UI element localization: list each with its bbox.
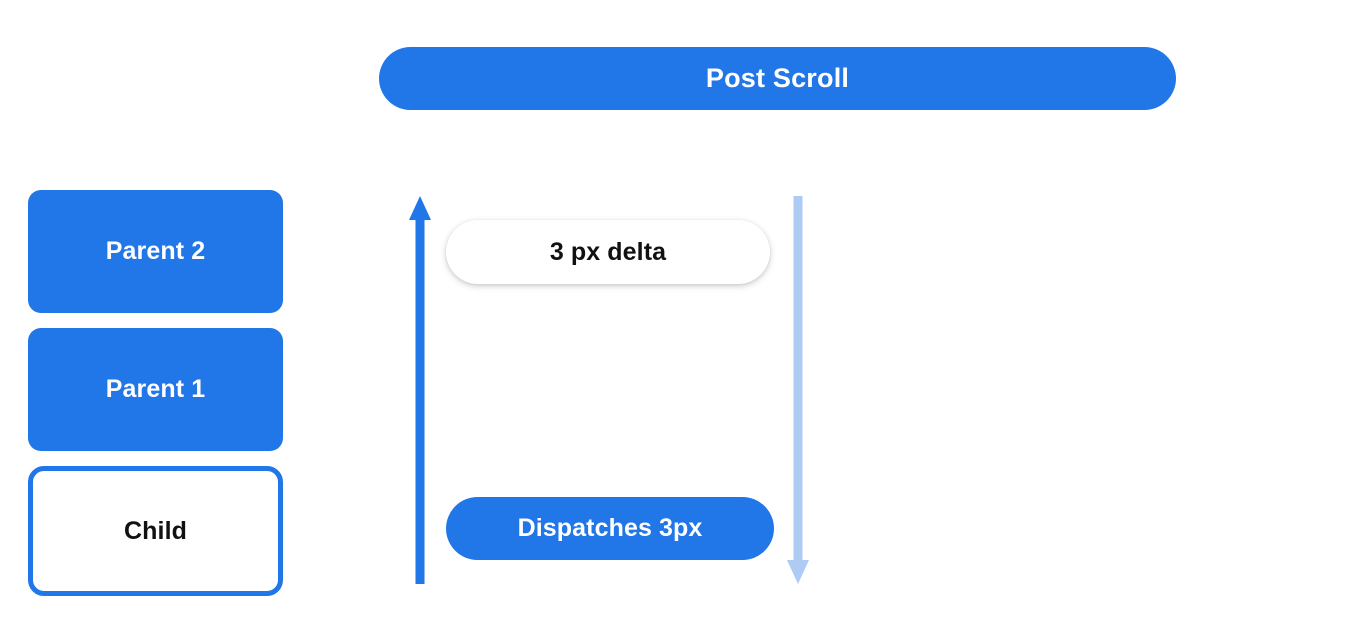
node-stack: Parent 2 Parent 1 Child	[28, 190, 283, 596]
delta-callout-label: 3 px delta	[549, 237, 667, 266]
node-parent-2: Parent 2	[28, 190, 283, 313]
node-child-label: Child	[124, 516, 187, 545]
node-child: Child	[28, 466, 283, 596]
node-parent-1-label: Parent 1	[105, 375, 206, 403]
post-scroll-header-label: Post Scroll	[705, 63, 850, 93]
dispatch-callout: Dispatches 3px	[446, 497, 774, 560]
node-parent-1: Parent 1	[28, 328, 283, 451]
node-parent-2-label: Parent 2	[105, 237, 206, 265]
delta-callout: 3 px delta	[446, 220, 770, 284]
downward-arrow-icon	[786, 194, 810, 586]
upward-arrow-icon	[408, 194, 432, 586]
dispatch-callout-label: Dispatches 3px	[517, 514, 703, 542]
post-scroll-header: Post Scroll	[379, 47, 1176, 110]
